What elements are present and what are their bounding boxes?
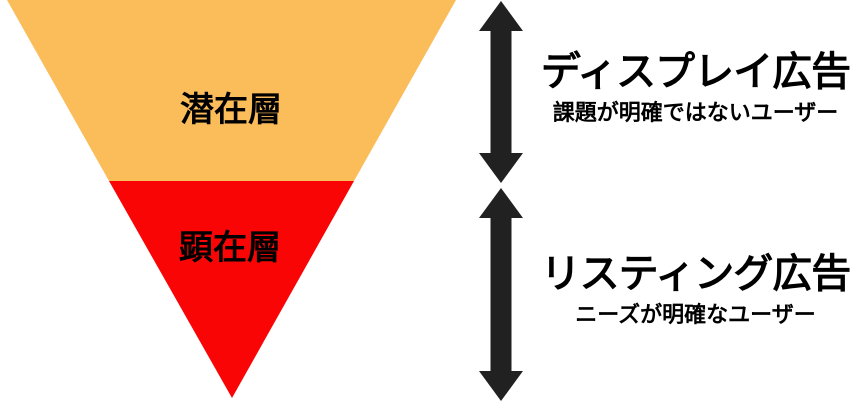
funnel-label-latent: 潜在層 xyxy=(180,91,282,129)
display-ads-subtitle: 課題が明確ではないユーザー xyxy=(552,100,839,125)
display-ads-title: ディスプレイ広告 xyxy=(540,50,851,94)
listing-ads-range-arrow-icon xyxy=(479,188,523,401)
display-ads-annotation: ディスプレイ広告 課題が明確ではないユーザー xyxy=(535,49,856,126)
funnel-layer-latent xyxy=(7,0,456,181)
listing-ads-annotation: リスティング広告 ニーズが明確なユーザー xyxy=(535,251,856,328)
listing-ads-subtitle: ニーズが明確なユーザー xyxy=(575,302,816,327)
funnel-layer-evident xyxy=(109,181,354,398)
listing-ads-title: リスティング広告 xyxy=(540,252,852,296)
funnel-label-evident: 顕在層 xyxy=(179,229,281,267)
display-ads-range-arrow-icon xyxy=(479,1,523,183)
